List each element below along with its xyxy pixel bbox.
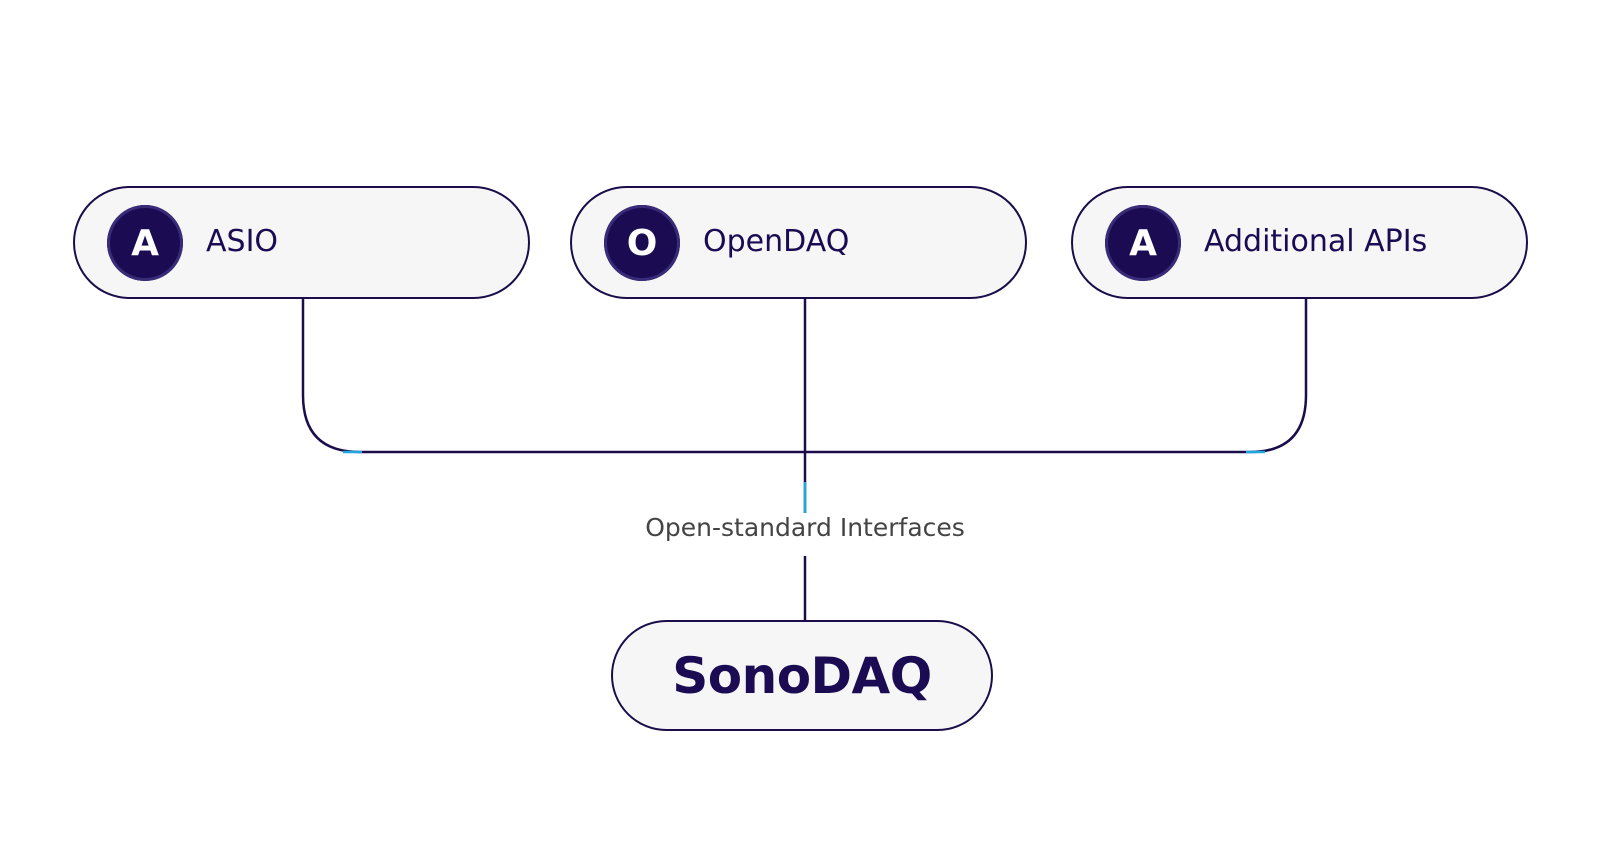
additional-apis-badge-icon: A — [1105, 205, 1181, 281]
asio-label: ASIO — [206, 224, 279, 259]
device-label: SonoDAQ — [672, 646, 932, 705]
api-pill-additional-apis: A Additional APIs — [1071, 186, 1528, 299]
asio-connector — [301, 298, 805, 454]
interface-label: Open-standard Interfaces — [545, 513, 1065, 542]
asio-badge-icon: A — [107, 205, 183, 281]
device-pill-sonodaq: SonoDAQ — [611, 620, 993, 731]
additional-apis-connector — [805, 298, 1308, 454]
additional-apis-label: Additional APIs — [1204, 224, 1428, 259]
opendaq-label: OpenDAQ — [703, 224, 850, 259]
api-pill-asio: A ASIO — [73, 186, 530, 299]
api-pill-opendaq: O OpenDAQ — [570, 186, 1027, 299]
opendaq-badge-icon: O — [604, 205, 680, 281]
